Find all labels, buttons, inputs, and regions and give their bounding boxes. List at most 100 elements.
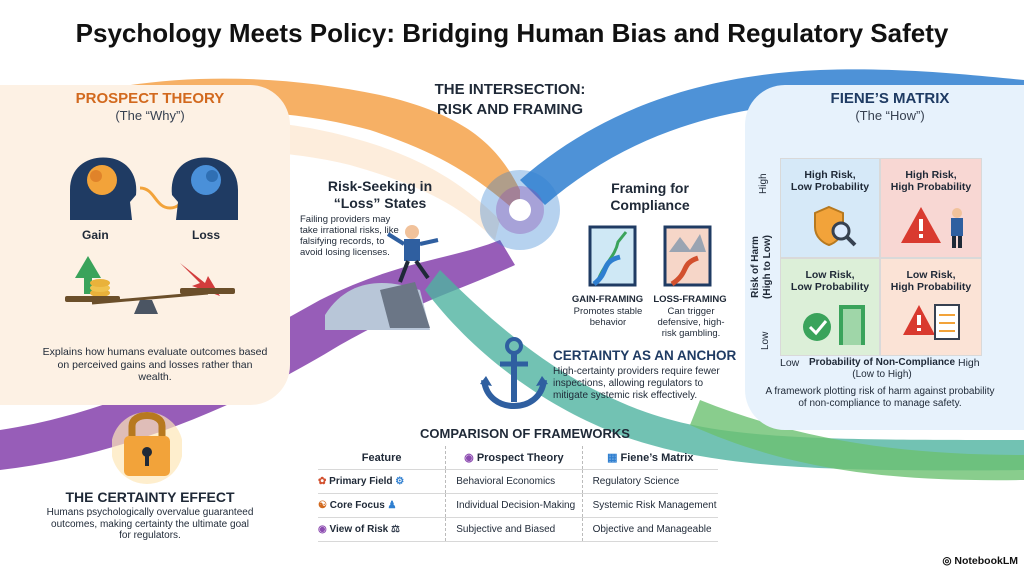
cell-tl-line2: Low Probability <box>790 181 870 193</box>
comparison-heading: COMPARISON OF FRAMEWORKS <box>420 426 630 441</box>
warning-inspector-icon <box>901 207 963 248</box>
header-fiene-label: Fiene’s Matrix <box>620 452 694 464</box>
prospect-description: Explains how humans evaluate outcomes ba… <box>42 346 268 383</box>
row2-fiene: Systemic Risk Management <box>581 493 718 518</box>
y-axis-high-wrap: High <box>758 160 772 200</box>
brain-icon: ◉ <box>464 452 477 464</box>
page-title: Psychology Meets Policy: Bridging Human … <box>75 18 949 48</box>
gear-icon: ⚙ <box>392 476 405 487</box>
risk-seeking-heading: Risk-Seeking in “Loss” States <box>300 178 460 212</box>
row2-feature-label: Core Focus <box>329 500 385 511</box>
gain-loss-scale-icon <box>65 256 235 314</box>
table-row: ☯ Core Focus ♟ Individual Decision-Makin… <box>318 493 718 518</box>
y-axis-low-wrap: Low <box>760 324 774 354</box>
cell-tr-line2: High Probability <box>890 181 972 193</box>
brand-label: NotebookLM <box>954 555 1018 567</box>
y-axis-low: Low <box>760 331 771 350</box>
green-swoosh <box>690 400 1024 481</box>
cell-br-line1: Low Risk, <box>906 269 956 281</box>
teal-swoosh <box>425 270 1024 471</box>
grid-icon: ▦ <box>607 452 621 464</box>
x-axis-high: High <box>958 357 980 369</box>
x-axis-low: Low <box>780 357 800 369</box>
comparison-table-wrap: Feature ◉ Prospect Theory ▦ Fiene’s Matr… <box>318 446 718 542</box>
matrix-cell-low-risk-high-prob: Low Risk,High Probability <box>880 258 982 356</box>
framing-line2: Compliance <box>610 197 690 213</box>
anchor-heading: CERTAINTY AS AN ANCHOR <box>553 348 737 363</box>
loss-framing-description: Can trigger defensive, high-risk gamblin… <box>657 306 725 339</box>
shield-magnifier-icon <box>814 205 857 247</box>
person-icon: ☯ <box>318 500 330 511</box>
brain-heads-icon <box>70 157 238 220</box>
cell-tr-title: High Risk,High Probability <box>881 169 981 193</box>
cell-bl-line1: Low Risk, <box>805 269 855 281</box>
cell-tl-line1: High Risk, <box>804 169 856 181</box>
table-header-row: Feature ◉ Prospect Theory ▦ Fiene’s Matr… <box>318 446 718 470</box>
row3-prospect: Subjective and Biased <box>445 517 583 542</box>
y-axis-title-line1: Risk of Harm <box>750 236 761 298</box>
cell-tr-line1: High Risk, <box>905 169 957 181</box>
loss-framing-label: LOSS-FRAMING <box>653 294 727 305</box>
prospect-heading: PROSPECT THEORY <box>75 90 225 107</box>
gain-label: Gain <box>82 228 109 242</box>
cell-br-title: Low Risk,High Probability <box>881 269 981 293</box>
table-row: ✿ Primary Field ⚙ Behavioral Economics R… <box>318 469 718 494</box>
row2-feature: ☯ Core Focus ♟ <box>318 493 446 518</box>
check-door-icon <box>803 305 865 345</box>
intersection-heading: THE INTERSECTION: RISK AND FRAMING <box>400 80 620 120</box>
matrix-cell-high-risk-high-prob: High Risk,High Probability <box>880 158 982 258</box>
intersection-heading-line2: RISK AND FRAMING <box>436 101 584 118</box>
row1-prospect: Behavioral Economics <box>445 469 583 494</box>
header-feature-label: Feature <box>361 451 402 464</box>
y-axis-title: Risk of Harm (High to Low) <box>750 222 774 312</box>
table-row: ◉ View of Risk ⚖ Subjective and Biased O… <box>318 517 718 542</box>
x-axis-title-line1: Probability of Non-Compliance <box>808 357 956 368</box>
loss-label: Loss <box>192 228 221 242</box>
risk-seeking-line1: Risk-Seeking in <box>327 178 433 194</box>
fiene-description: A framework plotting risk of harm agains… <box>765 386 995 409</box>
fiene-heading: FIENE’S MATRIX <box>830 90 950 107</box>
row3-fiene: Objective and Manageable <box>581 517 718 542</box>
cliff-jumper-icon <box>325 225 439 330</box>
row1-feature-label: Primary Field <box>329 476 393 487</box>
risk-seeking-line2: “Loss” States <box>333 195 427 211</box>
certainty-description: Humans psychologically overvalue guarant… <box>46 507 254 541</box>
gain-framing-label: GAIN-FRAMING <box>571 294 644 305</box>
brain-field-icon: ✿ <box>318 476 330 487</box>
fiene-subheading: (The “How”) <box>855 108 925 123</box>
certainty-heading: THE CERTAINTY EFFECT <box>65 489 235 505</box>
row3-feature-label: View of Risk <box>329 524 389 535</box>
gain-framing-description: Promotes stable behavior <box>573 306 643 328</box>
risk-seeking-description: Failing providers may take irrational ri… <box>300 214 399 258</box>
y-axis-title-line2: (High to Low) <box>762 235 773 299</box>
cell-tl-title: High Risk,Low Probability <box>781 169 879 193</box>
matrix-cell-high-risk-low-prob: High Risk,Low Probability <box>780 158 880 258</box>
notebooklm-icon: ◎ <box>942 555 955 567</box>
anchor-description: High-certainty providers require fewer i… <box>553 366 720 401</box>
y-axis-title-wrap: Risk of Harm (High to Low) <box>750 222 780 322</box>
x-axis-title-line2: (Low to High) <box>852 369 912 380</box>
header-prospect-label: Prospect Theory <box>476 452 564 464</box>
eye-icon: ◉ <box>318 524 330 535</box>
brand-watermark: ◎ NotebookLM <box>942 555 1018 567</box>
framing-doors-icon <box>588 225 712 287</box>
matrix-cell-low-risk-low-prob: Low Risk,Low Probability <box>780 258 880 356</box>
comparison-table: Feature ◉ Prospect Theory ▦ Fiene’s Matr… <box>318 446 718 542</box>
padlock-icon <box>112 412 182 484</box>
group-icon: ♟ <box>384 500 397 511</box>
warning-clipboard-icon <box>903 304 960 340</box>
scale-icon: ⚖ <box>388 524 400 535</box>
cell-br-line2: High Probability <box>890 281 972 293</box>
row3-feature: ◉ View of Risk ⚖ <box>318 517 446 542</box>
framing-line1: Framing for <box>611 180 689 196</box>
prospect-subheading: (The “Why”) <box>115 108 185 123</box>
anchor-icon <box>480 337 548 410</box>
prospect-panel <box>0 85 290 405</box>
cell-bl-title: Low Risk,Low Probability <box>781 269 879 293</box>
row1-fiene: Regulatory Science <box>581 469 718 494</box>
cell-bl-line2: Low Probability <box>790 281 870 293</box>
framing-heading: Framing for Compliance <box>580 180 720 214</box>
header-feature: Feature <box>318 446 446 470</box>
y-axis-high: High <box>758 173 769 194</box>
